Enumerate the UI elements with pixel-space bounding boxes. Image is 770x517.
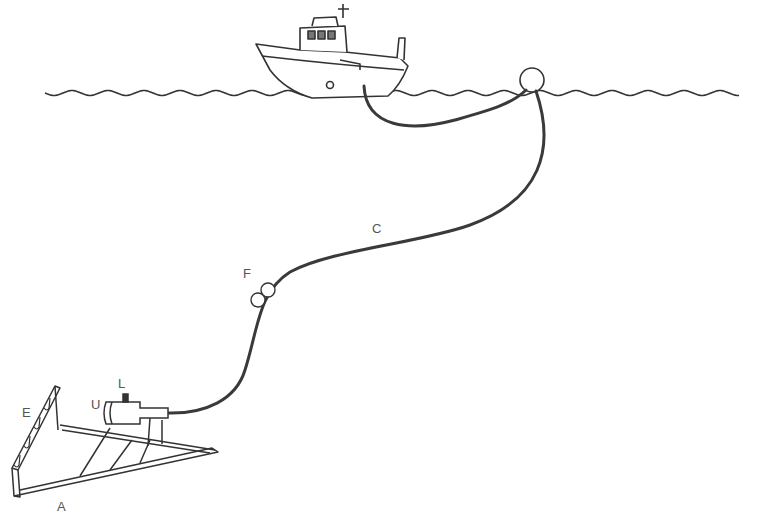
float [261,283,275,297]
hook [24,436,30,448]
hook [34,417,40,429]
part-label: U [91,397,100,412]
recorder-unit [104,394,168,424]
surface-buoy [520,68,544,92]
cable [168,91,544,413]
hooks [14,398,50,467]
part-label: A [57,499,66,514]
hook [14,455,20,467]
hook [44,398,50,410]
part-label: C [372,221,381,236]
boat [256,4,408,98]
part-label: E [22,405,31,420]
sledge-frame [12,386,218,497]
cable [364,86,526,126]
part-label: L [118,376,125,391]
part-label: F [243,266,251,281]
